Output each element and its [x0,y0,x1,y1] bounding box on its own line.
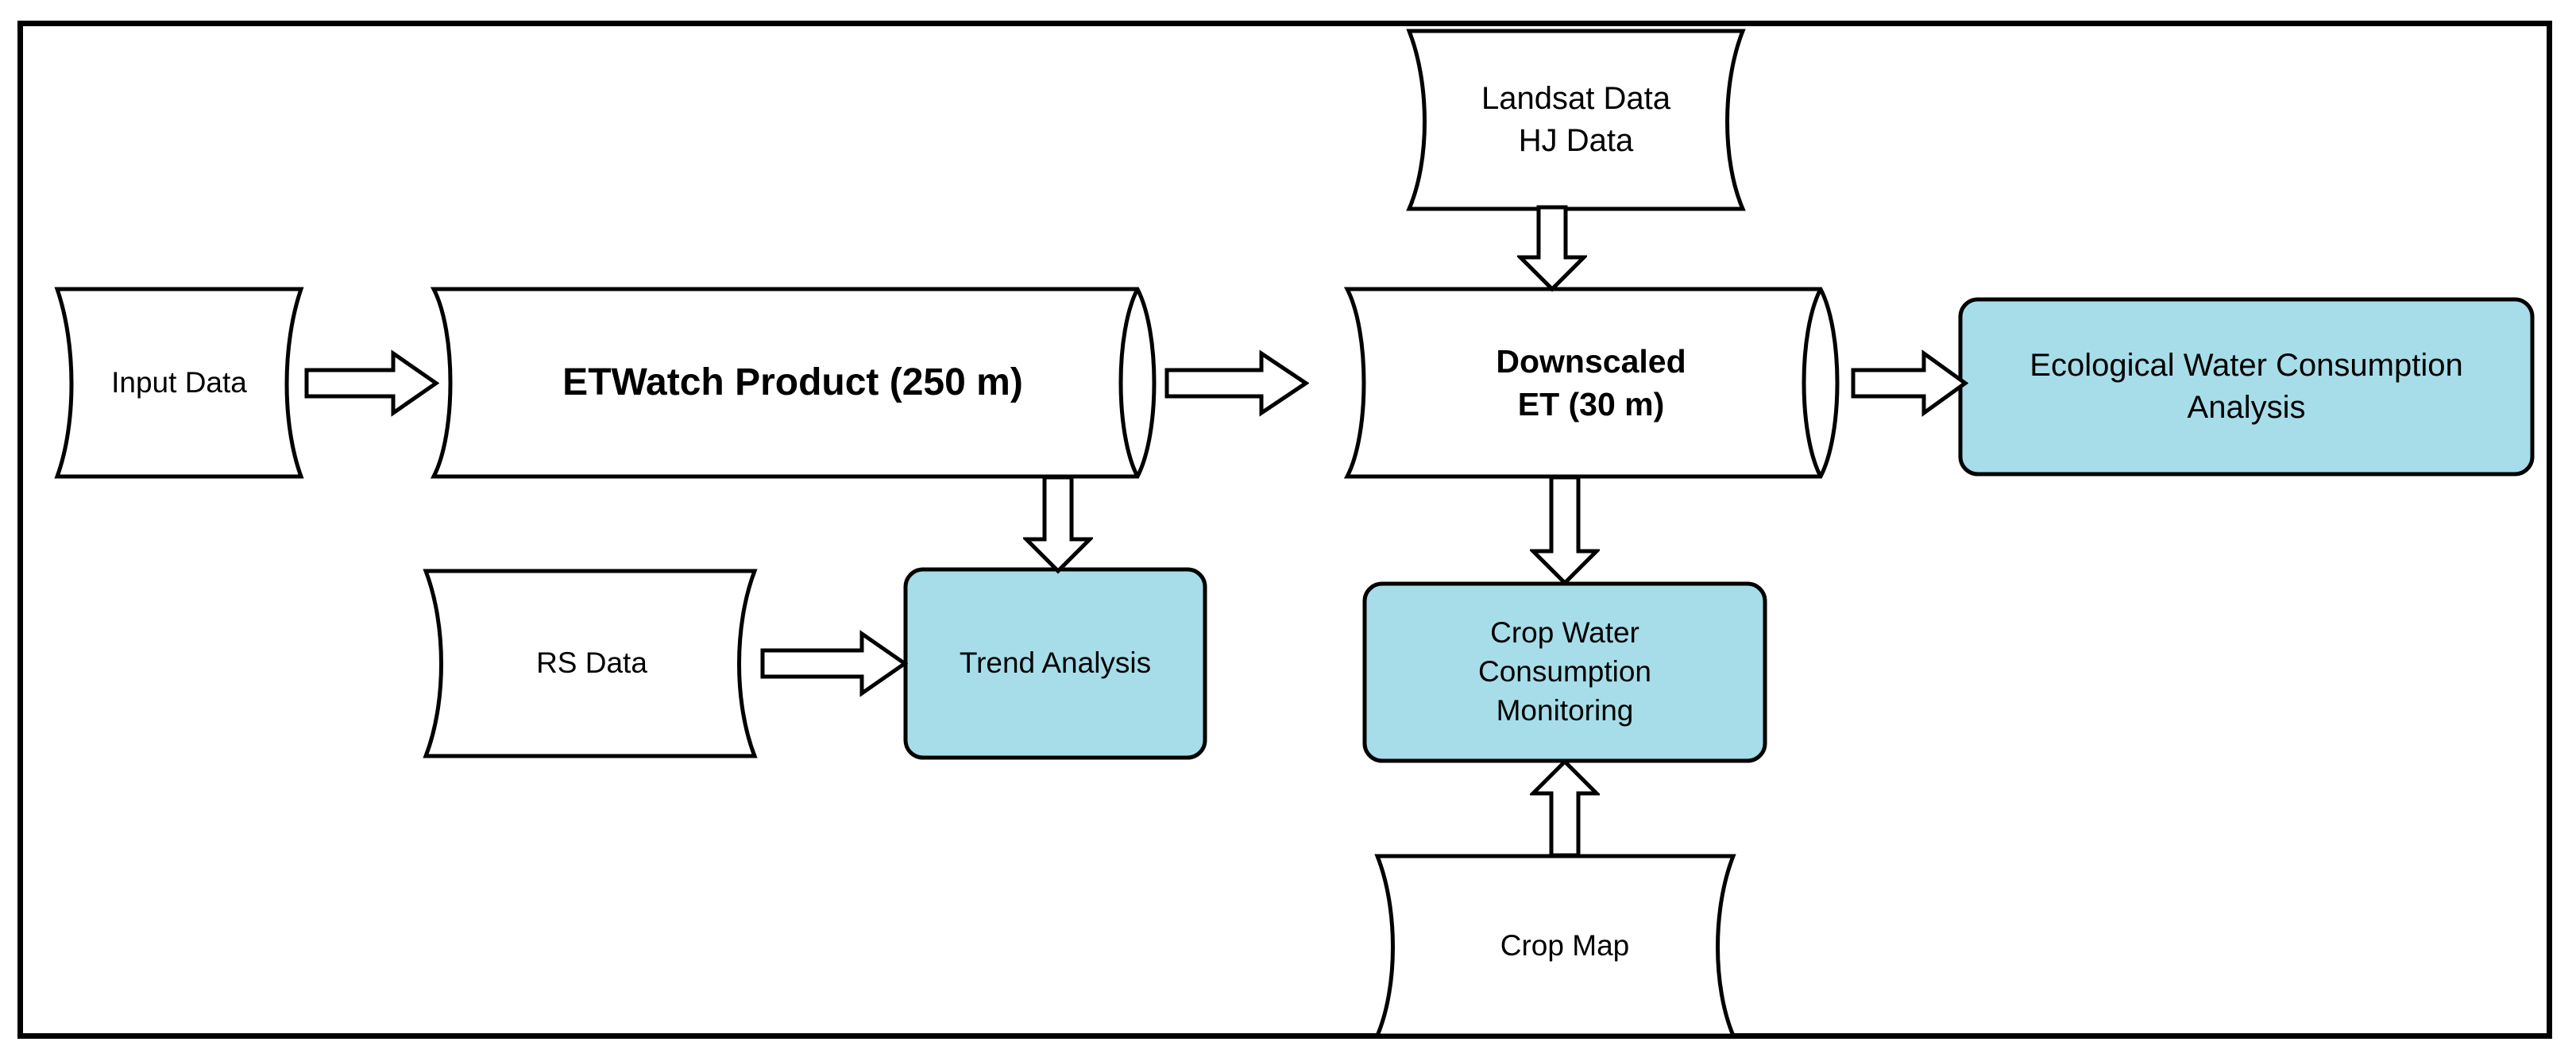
node-label: Trend Analysis [959,646,1152,680]
block-arrow-down-icon [1530,475,1600,586]
cylinder-shape [399,284,1187,481]
node-crop-map[interactable]: Crop Map [1361,851,1768,1040]
node-label: Crop Water Consumption Monitoring [1477,616,1651,727]
node-input-data[interactable]: Input Data [30,284,328,481]
node-label: RS Data [536,646,647,680]
punched-tape-shape [30,284,328,481]
diagram-outer-frame [17,21,2552,1039]
arrow-downscaled-et-to-eco-analysis [1851,349,1968,417]
block-arrow-down-icon [1023,475,1093,574]
arrow-input-data-to-etwatch [304,349,439,417]
arrow-rs-data-to-trend-analysis [760,630,908,697]
node-label: Downscaled ET (30 m) [1496,342,1686,422]
cylinder-shape [1312,284,1870,481]
punched-tape-shape [1373,26,1779,214]
node-etwatch-product[interactable]: ETWatch Product (250 m) [399,284,1187,481]
node-label: Input Data [111,365,247,399]
node-eco-water-analysis[interactable]: Ecological Water Consumption Analysis [1957,296,2535,477]
arrow-downscaled-et-to-crop-water [1530,475,1600,586]
block-arrow-up-icon [1530,758,1600,858]
block-arrow-right-icon [304,349,439,417]
arrow-etwatch-to-trend-analysis [1023,475,1093,574]
node-rs-data[interactable]: RS Data [397,566,786,761]
arrow-landsat-to-downscaled-et [1517,205,1587,292]
block-arrow-down-icon [1517,205,1587,292]
arrow-etwatch-to-downscaled-et [1164,349,1309,417]
block-arrow-right-icon [1851,349,1968,417]
node-downscaled-et[interactable]: Downscaled ET (30 m) [1312,284,1870,481]
node-label: Crop Map [1500,928,1630,962]
node-trend-analysis[interactable]: Trend Analysis [902,566,1208,761]
node-label: Landsat Data HJ Data [1481,81,1670,158]
arrow-crop-map-to-crop-water [1530,758,1600,858]
block-arrow-right-icon [1164,349,1309,417]
node-label: ETWatch Product (250 m) [562,361,1023,404]
punched-tape-shape [397,566,786,761]
node-crop-water-monitoring[interactable]: Crop Water Consumption Monitoring [1361,581,1768,764]
node-landsat-hj-data[interactable]: Landsat Data HJ Data [1373,26,1779,214]
block-arrow-right-icon [760,630,908,697]
node-label: Ecological Water Consumption Analysis [2030,348,2463,425]
punched-tape-alt-shape [1361,851,1768,1040]
